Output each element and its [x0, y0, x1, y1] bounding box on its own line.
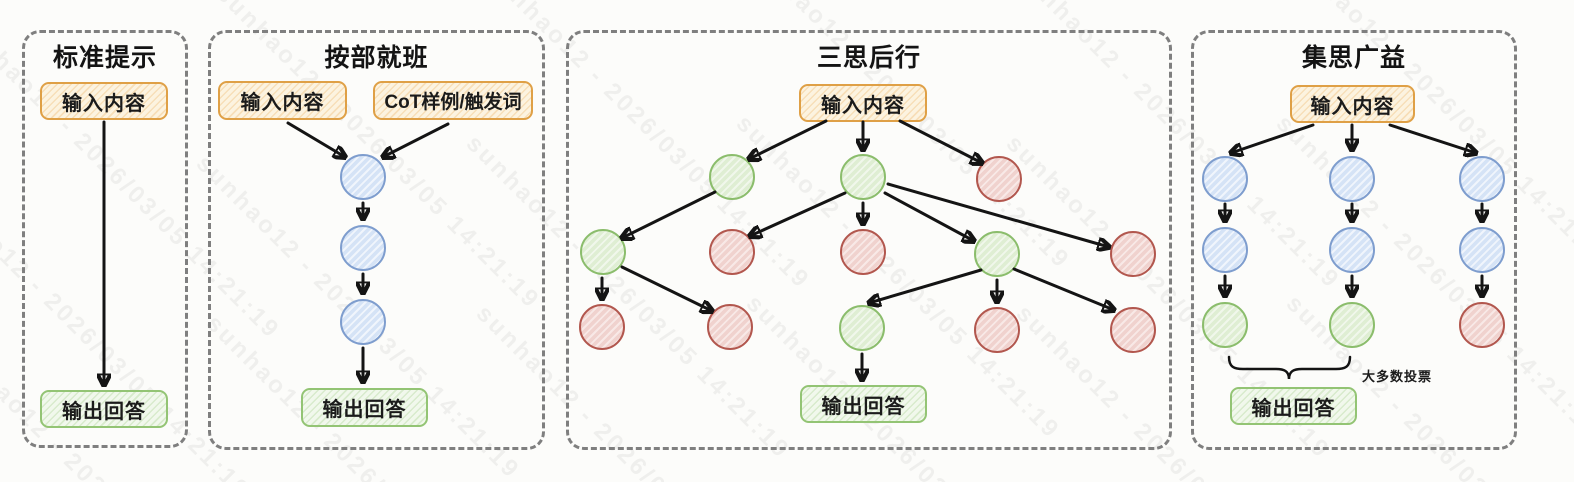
thought-node-green [840, 154, 886, 200]
majority-vote-label: 大多数投票 [1362, 369, 1433, 384]
thought-node-blue [1202, 156, 1248, 202]
panel-title-tree-of-thought: 三思后行 [816, 44, 921, 72]
thought-node-red [976, 156, 1022, 202]
panel-title-chain-of-thought: 按部就班 [324, 44, 429, 72]
thought-node-blue [1329, 156, 1375, 202]
panel-title-self-consistency: 集思广益 [1301, 44, 1406, 72]
output-box: 输出回答 [1230, 387, 1357, 425]
output-box: 输出回答 [800, 385, 927, 423]
thought-node-green [709, 154, 755, 200]
thought-node-red [707, 304, 753, 350]
input-box: 输入内容 [218, 81, 347, 120]
thought-node-green [1202, 302, 1248, 348]
thought-node-blue [1329, 227, 1375, 273]
panel-title-standard-prompting: 标准提示 [52, 44, 157, 72]
thought-node-blue [340, 299, 386, 345]
panel-standard-prompting: 标准提示 [22, 30, 188, 448]
thought-node-blue [340, 154, 386, 200]
thought-node-red [1110, 307, 1156, 353]
thought-node-green [839, 305, 885, 351]
thought-node-red [974, 307, 1020, 353]
thought-node-red [1110, 231, 1156, 277]
panel-tree-of-thought: 三思后行 [566, 30, 1172, 450]
panel-self-consistency: 集思广益 [1191, 30, 1517, 450]
thought-node-green [974, 231, 1020, 277]
thought-node-red [840, 229, 886, 275]
panel-chain-of-thought: 按部就班 [208, 30, 545, 450]
thought-node-green [580, 229, 626, 275]
cot-examples-box: CoT样例/触发词 [373, 81, 533, 120]
output-box: 输出回答 [301, 388, 428, 427]
output-box: 输出回答 [40, 390, 168, 428]
input-box: 输入内容 [799, 84, 927, 122]
thought-node-blue [1459, 227, 1505, 273]
thought-node-blue [340, 225, 386, 271]
thought-node-red [579, 304, 625, 350]
thought-node-red [709, 229, 755, 275]
thought-node-green [1329, 302, 1375, 348]
thought-node-red [1459, 302, 1505, 348]
input-box: 输入内容 [1290, 85, 1415, 123]
thought-node-blue [1459, 156, 1505, 202]
input-box: 输入内容 [40, 82, 168, 120]
thought-node-blue [1202, 227, 1248, 273]
